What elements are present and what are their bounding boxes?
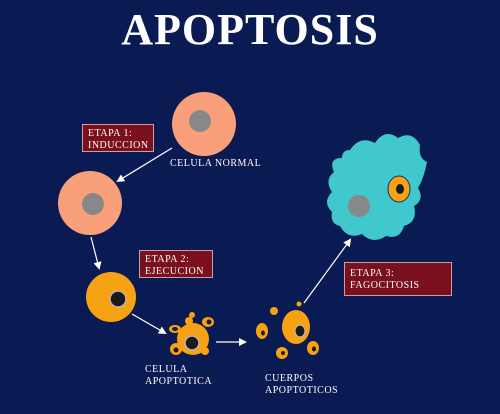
arrow-to-apoptotic xyxy=(131,313,167,334)
stage-2-box: ETAPA 2: EJECUCION xyxy=(139,250,213,278)
apoptotic-bodies xyxy=(256,301,319,359)
apoptotic-cell xyxy=(169,312,214,355)
normal-cell-label: CELULA NORMAL xyxy=(170,158,262,169)
induced-cell-nucleus xyxy=(82,193,104,215)
stage-1-title: ETAPA 1: xyxy=(88,128,133,139)
apoptotic-cell-label: CELULA APOPTOTICA xyxy=(145,364,212,388)
apoptotic-cell-label-line1: CELULA xyxy=(145,364,188,375)
slide-title: APOPTOSIS xyxy=(121,5,379,54)
stage-1-name: INDUCCION xyxy=(88,140,149,151)
condensed-cell xyxy=(86,272,136,322)
normal-cell-nucleus xyxy=(189,110,211,132)
induced-cell xyxy=(58,171,122,235)
arrow-execution xyxy=(90,236,102,270)
apoptotic-bodies-label: CUERPOS APOPTOTICOS xyxy=(265,373,338,397)
apoptotic-bodies-label-line1: CUERPOS xyxy=(265,373,314,384)
apoptotic-cell-label-line2: APOPTOTICA xyxy=(145,376,213,387)
apoptotic-bodies-label-line2: APOPTOTICOS xyxy=(265,385,339,396)
stage-1-box: ETAPA 1: INDUCCION xyxy=(82,124,154,152)
stage-3-box: ETAPA 3: FAGOCITOSIS xyxy=(344,262,452,296)
arrow-phagocytosis xyxy=(303,238,352,304)
arrow-induction xyxy=(116,147,173,183)
phagocyte xyxy=(327,134,427,241)
stage-3-name: FAGOCITOSIS xyxy=(350,280,420,291)
stage-2-name: EJECUCION xyxy=(145,266,204,277)
stage-3-title: ETAPA 3: xyxy=(350,268,395,279)
stage-2-title: ETAPA 2: xyxy=(145,254,190,265)
normal-cell xyxy=(172,92,236,156)
condensed-nucleus xyxy=(109,290,127,308)
phagocyte-nucleus xyxy=(348,195,370,217)
